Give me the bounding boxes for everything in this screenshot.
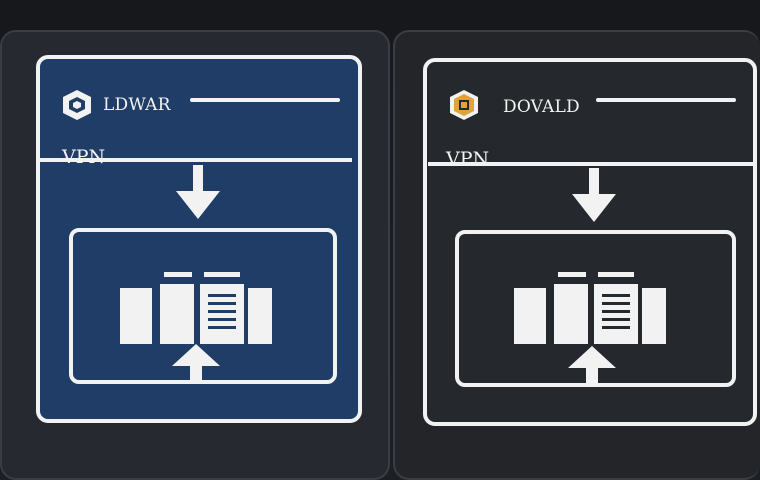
left-brand-underline bbox=[190, 98, 340, 102]
gold-box-icon bbox=[450, 90, 478, 120]
left-brand-name: LDWAR bbox=[103, 95, 171, 115]
shield-box-icon bbox=[63, 90, 91, 120]
left-vpn-label: VPN bbox=[62, 146, 106, 168]
down-arrow-icon bbox=[572, 168, 616, 222]
right-brand-name: DOVALD bbox=[503, 97, 580, 117]
server-rack-icon bbox=[514, 272, 666, 344]
up-arrow-icon bbox=[172, 344, 220, 382]
up-arrow-icon bbox=[568, 346, 616, 384]
right-brand-underline bbox=[596, 98, 736, 102]
left-vpn-divider bbox=[40, 158, 352, 162]
right-vpn-divider bbox=[428, 162, 753, 166]
right-vpn-label: VPN bbox=[446, 148, 490, 170]
down-arrow-icon bbox=[176, 165, 220, 219]
server-rack-icon bbox=[120, 272, 272, 344]
